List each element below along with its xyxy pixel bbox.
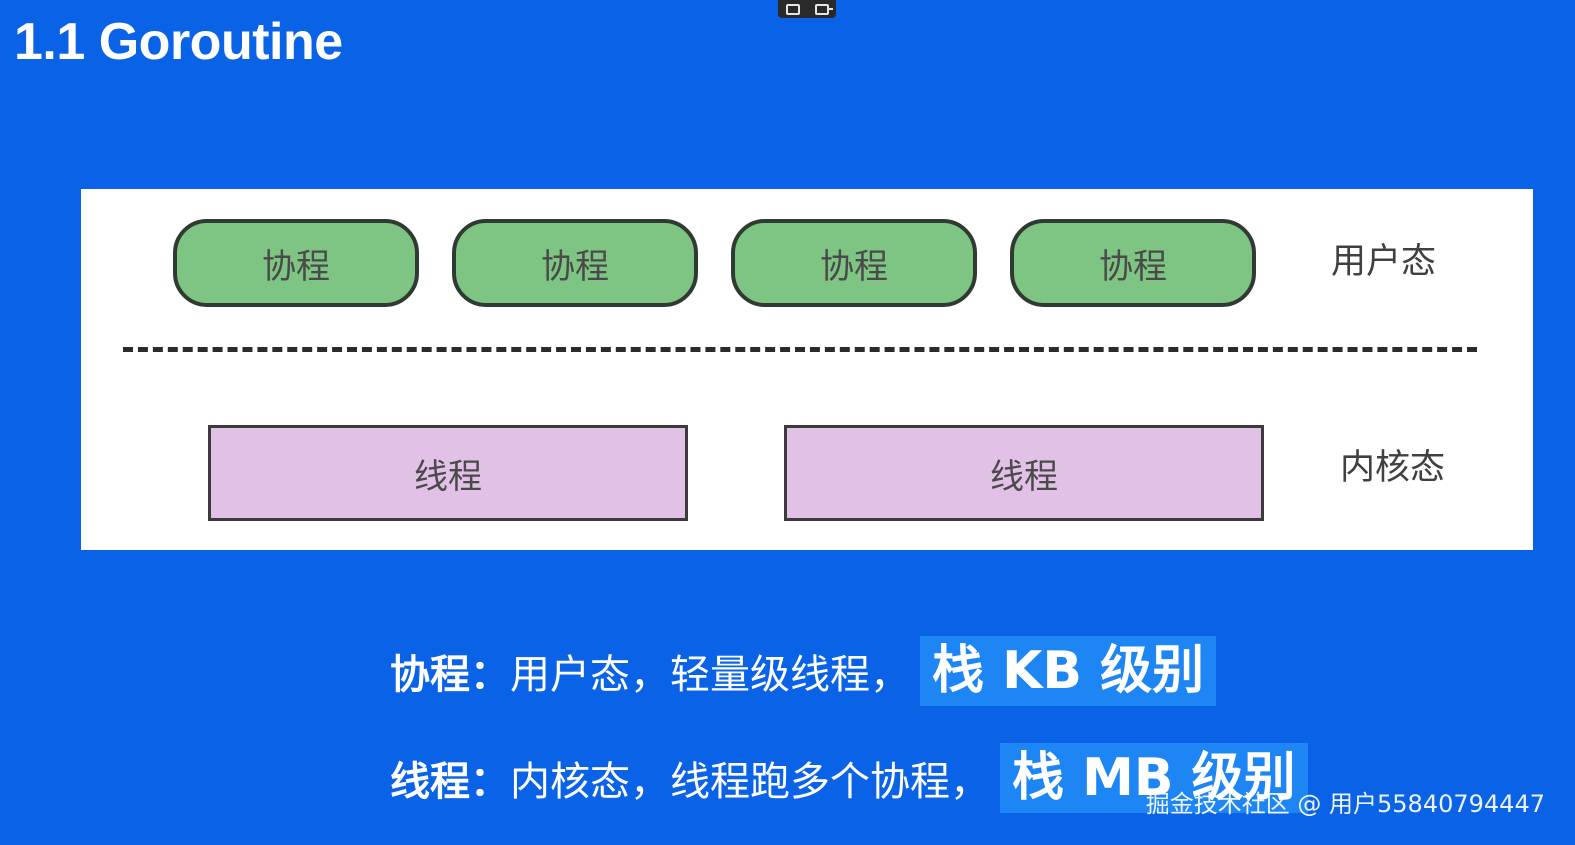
page-title: 1.1 Goroutine <box>14 13 343 71</box>
thread-box: 线程 <box>784 425 1264 521</box>
user-mode-label: 用户态 <box>1331 242 1437 282</box>
coroutine-box: 协程 <box>452 219 698 307</box>
coroutine-box: 协程 <box>1010 219 1256 307</box>
caption-text: 用户态，轻量级线程， <box>510 652 910 698</box>
caption-term: 协程 <box>390 652 470 698</box>
caption-separator: ： <box>470 759 510 805</box>
coroutine-box: 协程 <box>173 219 419 307</box>
coroutine-label: 协程 <box>262 246 330 287</box>
diagram-panel: 协程 协程 协程 协程 用户态 线程 线程 内核态 <box>81 189 1533 550</box>
caption-text: 内核态，线程跑多个协程， <box>510 759 990 805</box>
exit-icon[interactable] <box>814 3 833 15</box>
thread-label: 线程 <box>414 456 482 497</box>
kernel-mode-label: 内核态 <box>1340 448 1446 488</box>
caption-coroutine: 协程 ： 用户态，轻量级线程， 栈 KB 级别 <box>390 636 1217 706</box>
coroutine-label: 协程 <box>820 246 888 287</box>
coroutine-label: 协程 <box>541 246 609 287</box>
player-toolbar <box>778 0 836 18</box>
caption-separator: ： <box>470 652 510 698</box>
caption-highlight: 栈 MB 级别 <box>1000 743 1308 813</box>
caption-thread: 线程 ： 内核态，线程跑多个协程， 栈 MB 级别 <box>390 743 1308 813</box>
mode-divider <box>123 347 1477 352</box>
caption-highlight: 栈 KB 级别 <box>920 636 1217 706</box>
caption-term: 线程 <box>390 759 470 805</box>
watermark: 掘金技术社区 @ 用户55840794447 <box>1145 790 1545 818</box>
picture-in-picture-icon[interactable] <box>785 3 800 15</box>
thread-box: 线程 <box>208 425 688 521</box>
thread-label: 线程 <box>990 456 1058 497</box>
coroutine-box: 协程 <box>731 219 977 307</box>
coroutine-label: 协程 <box>1099 246 1167 287</box>
